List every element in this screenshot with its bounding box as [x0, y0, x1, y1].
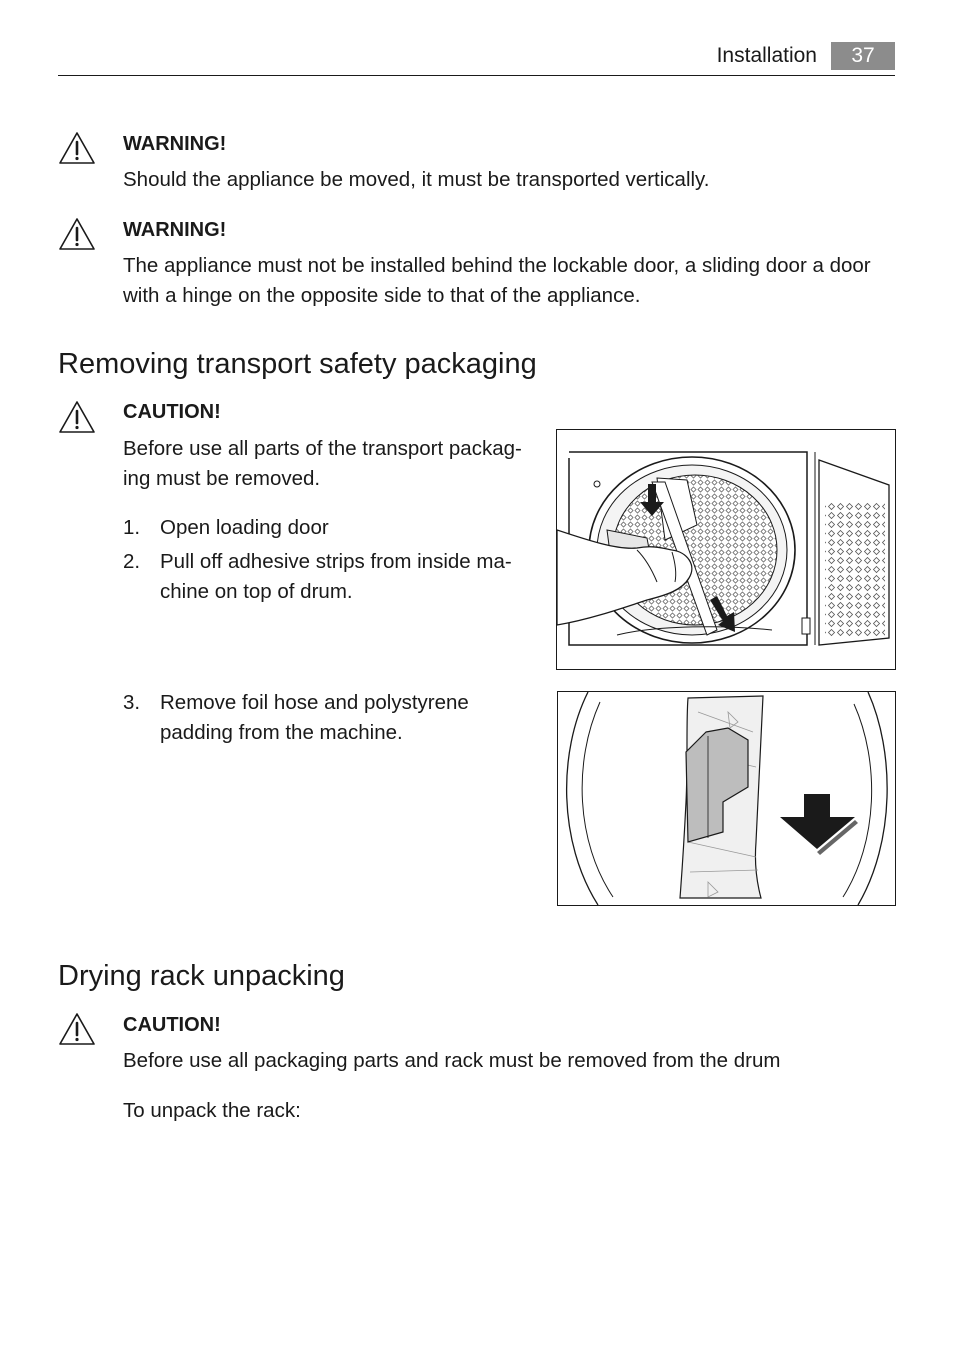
- warning-text-line: with a hinge on the opposite side to tha…: [123, 284, 641, 307]
- header-divider: [58, 75, 895, 76]
- header-section-title: Installation: [716, 44, 817, 67]
- step-text: Pull off adhesive strips from inside ma-: [160, 550, 512, 573]
- caution-label: CAUTION!: [123, 401, 221, 423]
- step-number: 3.: [123, 691, 141, 714]
- page-number: 37: [831, 42, 895, 70]
- step-text: chine on top of drum.: [160, 580, 353, 603]
- step-text: padding from the machine.: [160, 721, 403, 744]
- warning-triangle-icon: [59, 132, 95, 164]
- section-heading: Removing transport safety packaging: [58, 348, 537, 380]
- step-number: 2.: [123, 550, 141, 573]
- warning-label: WARNING!: [123, 133, 227, 155]
- section-heading: Drying rack unpacking: [58, 960, 345, 992]
- step-text: Open loading door: [160, 516, 329, 539]
- caution-label: CAUTION!: [123, 1014, 221, 1036]
- step-number: 1.: [123, 516, 141, 539]
- foil-hose-removal-illustration: [557, 691, 896, 906]
- warning-text-line: The appliance must not be installed behi…: [123, 254, 871, 277]
- intro-text: To unpack the rack:: [123, 1099, 301, 1122]
- warning-triangle-icon: [59, 401, 95, 433]
- step-text: Remove foil hose and polystyrene: [160, 691, 469, 714]
- warning-text: Should the appliance be moved, it must b…: [123, 168, 710, 191]
- warning-label: WARNING!: [123, 219, 227, 241]
- warning-triangle-icon: [59, 218, 95, 250]
- caution-text-line: ing must be removed.: [123, 467, 321, 490]
- warning-triangle-icon: [59, 1013, 95, 1045]
- caution-text-line: Before use all parts of the transport pa…: [123, 437, 522, 460]
- drum-adhesive-strips-illustration: [556, 429, 896, 670]
- caution-text: Before use all packaging parts and rack …: [123, 1049, 781, 1072]
